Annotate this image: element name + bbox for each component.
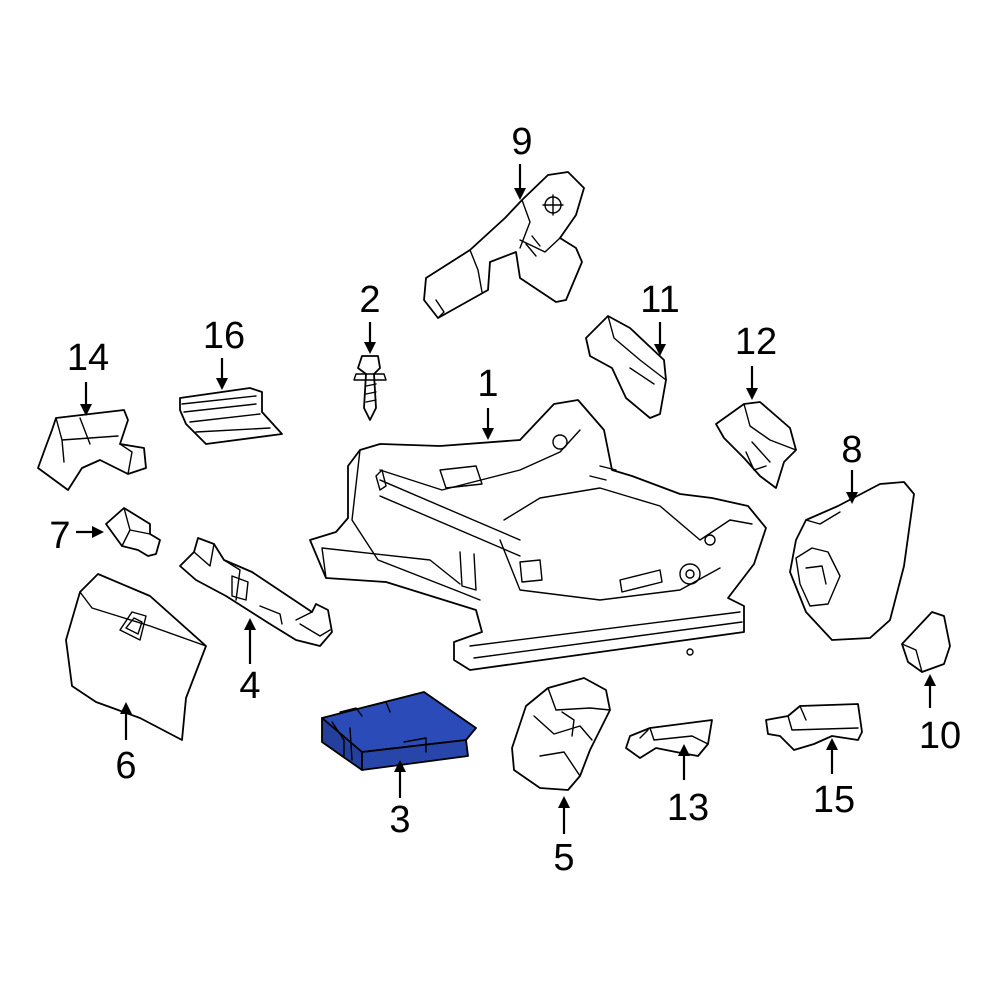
callout-8[interactable]: 8 [841, 429, 862, 471]
part-8[interactable] [789, 481, 915, 641]
arrow-6 [120, 702, 132, 740]
part-14[interactable] [37, 409, 147, 491]
arrow-5 [558, 796, 570, 834]
arrow-2 [364, 322, 376, 354]
part-3[interactable] [321, 691, 477, 771]
leader-arrows [76, 164, 936, 834]
arrow-8 [846, 470, 858, 504]
part-12[interactable] [715, 401, 797, 489]
callout-15[interactable]: 15 [813, 779, 855, 821]
arrow-1 [482, 408, 494, 440]
callout-12[interactable]: 12 [735, 321, 777, 363]
arrow-3 [394, 760, 406, 798]
arrow-13 [678, 744, 690, 780]
part-15[interactable] [765, 703, 863, 751]
callout-5[interactable]: 5 [553, 837, 574, 879]
callout-2[interactable]: 2 [359, 279, 380, 321]
part-6[interactable] [65, 573, 207, 741]
arrow-16 [216, 358, 228, 390]
callout-13[interactable]: 13 [667, 787, 709, 829]
part-13[interactable] [625, 719, 713, 759]
arrow-11 [654, 322, 666, 356]
arrow-14 [80, 382, 92, 416]
callout-10[interactable]: 10 [919, 715, 961, 757]
callout-11[interactable]: 11 [640, 279, 679, 321]
callout-1[interactable]: 1 [477, 363, 498, 405]
arrow-7 [76, 526, 104, 538]
arrow-15 [826, 738, 838, 774]
part-5[interactable] [511, 677, 611, 791]
part-10[interactable] [901, 611, 951, 673]
part-16[interactable] [179, 387, 283, 445]
arrow-9 [514, 164, 526, 200]
part-7[interactable] [105, 507, 161, 557]
callout-6[interactable]: 6 [115, 745, 136, 787]
part-4[interactable] [179, 537, 333, 647]
arrow-4 [244, 618, 256, 664]
part-9[interactable] [423, 171, 585, 319]
callout-9[interactable]: 9 [511, 121, 532, 163]
callout-14[interactable]: 14 [67, 337, 109, 379]
part-2[interactable] [353, 355, 387, 421]
callout-16[interactable]: 16 [203, 315, 245, 357]
callout-4[interactable]: 4 [239, 665, 260, 707]
part-1[interactable] [309, 399, 767, 671]
callout-labels: 1 2 3 4 5 6 7 8 9 10 11 12 13 14 15 16 [49, 121, 961, 879]
arrow-10 [924, 674, 936, 708]
callout-7[interactable]: 7 [49, 515, 70, 557]
callout-3[interactable]: 3 [389, 799, 410, 841]
arrow-12 [746, 366, 758, 400]
part-11[interactable] [585, 315, 667, 419]
